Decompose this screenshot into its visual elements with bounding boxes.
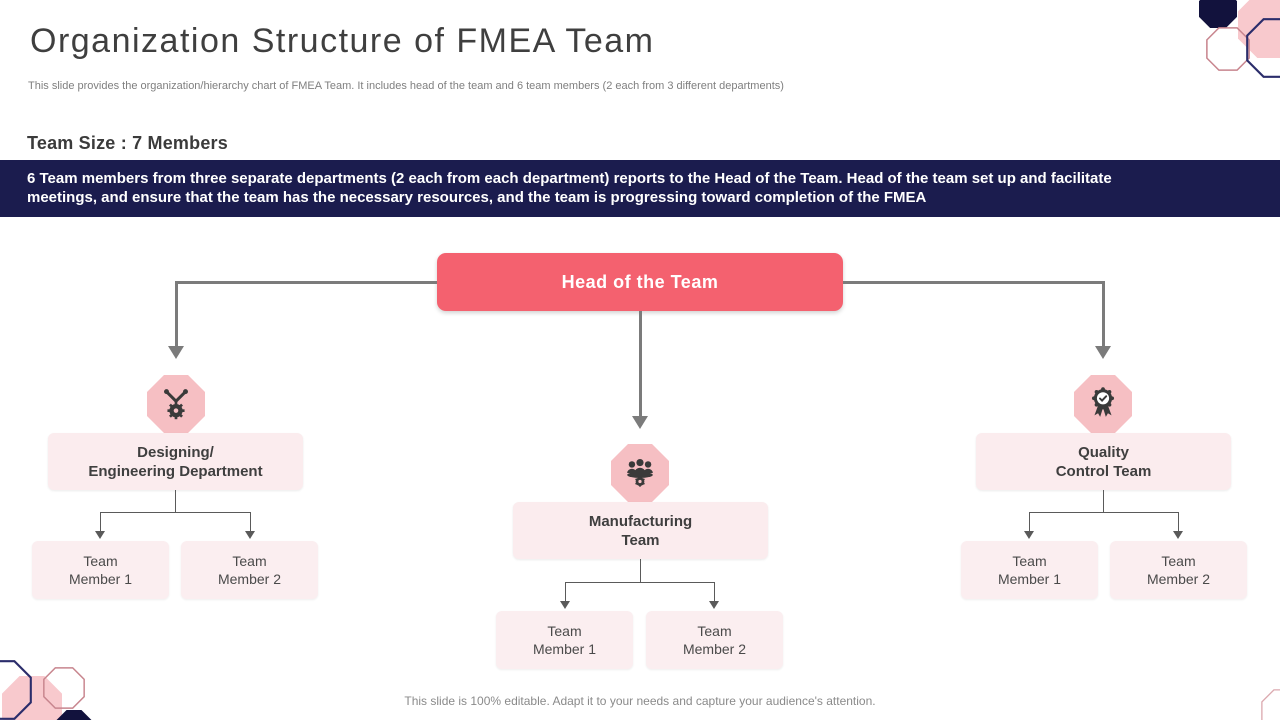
arrow-down-icon bbox=[95, 531, 105, 539]
department-label-line2: Engineering Department bbox=[88, 462, 263, 480]
member-label-line2: Member 2 bbox=[1146, 571, 1211, 587]
department-label-line1: Designing/ bbox=[137, 443, 214, 461]
arrow-down-icon bbox=[709, 601, 719, 609]
connector-branch1-stem bbox=[175, 490, 176, 512]
decor-octagon-navy-filled bbox=[1199, 0, 1237, 28]
department-label-line1: Quality bbox=[1078, 443, 1129, 461]
banner-text-line2: meetings, and ensure that the team has t… bbox=[27, 189, 927, 206]
team-member-node: Team Member 2 bbox=[646, 611, 783, 669]
connector-branch2-stem bbox=[640, 559, 641, 582]
member-label-line2: Member 1 bbox=[997, 571, 1062, 587]
manufacturing-team-octagon bbox=[611, 444, 669, 502]
org-root-label: Head of the Team bbox=[561, 271, 719, 292]
member-label-line1: Team bbox=[232, 553, 267, 569]
arrow-down-icon bbox=[1024, 531, 1034, 539]
decor-octagon-pink-outline bbox=[1206, 27, 1250, 71]
summary-banner: 6 Team members from three separate depar… bbox=[0, 160, 1280, 217]
connector-branch2-member1 bbox=[565, 582, 566, 602]
member-label-line1: Team bbox=[1161, 553, 1196, 569]
member-label-line2: Member 1 bbox=[68, 571, 133, 587]
department-label-line2: Team bbox=[621, 531, 660, 549]
connector-branch3-horizontal bbox=[1029, 512, 1179, 513]
member-label-line2: Member 2 bbox=[682, 641, 747, 657]
arrow-down-icon bbox=[632, 416, 648, 429]
member-label-line2: Member 1 bbox=[532, 641, 597, 657]
slide-subtitle: This slide provides the organization/hie… bbox=[28, 80, 784, 92]
gear-tools-icon bbox=[164, 389, 188, 420]
arrow-down-icon bbox=[1095, 346, 1111, 359]
footer-note: This slide is 100% editable. Adapt it to… bbox=[404, 694, 876, 708]
quality-control-octagon bbox=[1074, 375, 1132, 433]
banner-text-line1: 6 Team members from three separate depar… bbox=[27, 170, 1112, 187]
member-label-line1: Team bbox=[547, 623, 582, 639]
arrow-down-icon bbox=[168, 346, 184, 359]
connector-branch1-member1 bbox=[100, 512, 101, 532]
member-label-line1: Team bbox=[697, 623, 732, 639]
team-member-node: Team Member 1 bbox=[961, 541, 1098, 599]
department-node-quality: Quality Control Team bbox=[976, 433, 1231, 490]
connector-root-right-vertical bbox=[1102, 281, 1105, 347]
department-label-line1: Manufacturing bbox=[588, 512, 693, 530]
connector-root-middle-vertical bbox=[639, 311, 642, 417]
connector-root-left-horizontal bbox=[176, 281, 437, 284]
team-member-node: Team Member 2 bbox=[1110, 541, 1247, 599]
connector-root-right-horizontal bbox=[843, 281, 1105, 284]
connector-branch3-member2 bbox=[1178, 512, 1179, 532]
org-root-node: Head of the Team bbox=[437, 253, 843, 311]
member-label-line2: Member 2 bbox=[217, 571, 282, 587]
team-member-node: Team Member 1 bbox=[32, 541, 169, 599]
arrow-down-icon bbox=[1173, 531, 1183, 539]
decor-octagon-navy-outline bbox=[1246, 18, 1280, 78]
member-label-line1: Team bbox=[1012, 553, 1047, 569]
team-member-node: Team Member 1 bbox=[496, 611, 633, 669]
meeting-people-icon bbox=[627, 458, 653, 487]
arrow-down-icon bbox=[560, 601, 570, 609]
connector-branch2-horizontal bbox=[565, 582, 715, 583]
department-label-line2: Control Team bbox=[1055, 462, 1152, 480]
decor-octagon-pink-outline bbox=[43, 667, 85, 709]
designing-department-octagon bbox=[147, 375, 205, 433]
department-node-manufacturing: Manufacturing Team bbox=[513, 502, 768, 559]
decor-octagon-pink-outline bbox=[1261, 689, 1280, 720]
connector-branch2-member2 bbox=[714, 582, 715, 602]
decor-octagon-navy-outline bbox=[0, 660, 32, 720]
page-title: Organization Structure of FMEA Team bbox=[30, 22, 655, 60]
member-label-line1: Team bbox=[83, 553, 118, 569]
connector-branch1-horizontal bbox=[100, 512, 251, 513]
team-member-node: Team Member 2 bbox=[181, 541, 318, 599]
award-medal-icon bbox=[1091, 387, 1115, 417]
department-node-designing: Designing/ Engineering Department bbox=[48, 433, 303, 490]
team-size-heading: Team Size : 7 Members bbox=[27, 133, 228, 153]
connector-branch1-member2 bbox=[250, 512, 251, 532]
connector-branch3-member1 bbox=[1029, 512, 1030, 532]
connector-root-left-vertical bbox=[175, 281, 178, 347]
arrow-down-icon bbox=[245, 531, 255, 539]
connector-branch3-stem bbox=[1103, 490, 1104, 512]
decor-octagon-navy-filled bbox=[56, 710, 92, 720]
